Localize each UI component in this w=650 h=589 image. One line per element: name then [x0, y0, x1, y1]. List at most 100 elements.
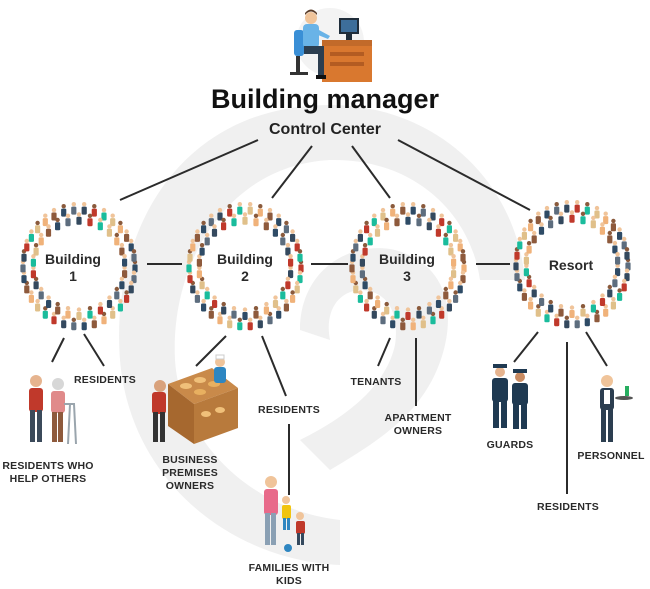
crowd-person — [288, 254, 294, 267]
crowd-person — [227, 204, 233, 217]
crowd-person — [446, 298, 452, 312]
crowd-person — [615, 263, 621, 277]
crowd-person — [33, 276, 39, 290]
resort-node[interactable]: Resort — [541, 257, 601, 274]
crowd-person — [276, 213, 282, 227]
crowd-person — [430, 207, 436, 221]
crowd-person — [384, 217, 390, 231]
crowd-person — [247, 202, 253, 215]
crowd-person — [410, 202, 416, 215]
residents-resort-label: RESIDENTS — [537, 501, 599, 513]
crowd-person — [283, 298, 289, 312]
crowd-person — [211, 224, 218, 237]
crowd-person — [237, 202, 243, 215]
building-2-crowd — [186, 202, 304, 331]
crowd-person — [35, 298, 41, 312]
connector-cc-building2 — [271, 145, 313, 199]
crowd-person — [617, 288, 623, 301]
crowd-person — [539, 293, 545, 306]
crowd-person — [528, 218, 534, 232]
crowd-person — [294, 280, 300, 294]
crowd-person — [554, 202, 560, 215]
connector-cc-building3 — [351, 145, 391, 199]
crowd-person — [194, 290, 200, 303]
crowd-person — [272, 295, 279, 308]
crowd-person — [457, 238, 463, 252]
crowd-person — [71, 202, 77, 215]
crowd-person — [76, 212, 82, 225]
crowd-person — [521, 227, 527, 240]
crowd-person — [101, 207, 107, 221]
crowd-person — [380, 207, 386, 221]
watermark-logo — [119, 105, 525, 565]
residents-who-help-label: RESIDENTS WHO HELP OTHERS — [2, 460, 94, 485]
crowd-person — [574, 315, 580, 329]
crowd-person — [446, 220, 452, 234]
crowd-person — [612, 274, 618, 288]
residents-building-2-label: RESIDENTS — [258, 404, 320, 416]
crowd-person — [528, 296, 534, 310]
crowd-person — [612, 240, 618, 254]
crowd-person — [42, 213, 48, 227]
crowd-person — [247, 317, 253, 331]
crowd-person — [30, 265, 36, 279]
crowd-person — [405, 307, 411, 320]
building-3-node[interactable]: Building 3 — [377, 251, 437, 285]
connector-cc-resort — [397, 139, 531, 211]
crowd-person — [285, 276, 291, 290]
crowd-person — [237, 317, 243, 331]
waiter-illustration — [600, 375, 633, 442]
building-1-name: Building — [45, 251, 101, 267]
crowd-person — [131, 270, 137, 284]
crowd-person — [55, 217, 61, 231]
crowd-person — [435, 224, 441, 237]
crowd-person — [574, 200, 580, 213]
crowd-person — [272, 224, 278, 237]
crowd-person — [221, 301, 227, 315]
crowd-person — [394, 306, 400, 319]
crowd-person — [196, 265, 202, 279]
crowd-person — [599, 293, 606, 306]
crowd-person — [554, 313, 560, 327]
crowd-person — [122, 254, 128, 267]
crowd-person — [453, 229, 459, 242]
crowd-person — [38, 286, 44, 300]
crowd-person — [221, 217, 227, 231]
crowd-person — [114, 286, 120, 300]
crowd-person — [357, 229, 363, 242]
crowd-person — [400, 317, 406, 331]
connector-resort-guards — [513, 331, 539, 363]
crowd-person — [367, 286, 373, 300]
crowd-person — [621, 236, 627, 250]
crowd-person — [114, 232, 120, 246]
crowd-person — [448, 276, 454, 290]
crowd-person — [374, 224, 381, 237]
crowd-person — [76, 307, 82, 320]
crowd-person — [584, 313, 590, 327]
crowd-person — [353, 238, 359, 252]
building-2-number: 2 — [241, 268, 249, 284]
crowd-person — [569, 210, 575, 223]
crowd-person — [196, 254, 202, 267]
crowd-person — [350, 249, 356, 262]
crowd-person — [194, 229, 200, 242]
crowd-person — [523, 263, 529, 277]
building-2-node[interactable]: Building 2 — [215, 251, 275, 285]
crowd-person — [97, 301, 103, 315]
building-3-crowd — [349, 202, 467, 331]
crowd-person — [117, 220, 123, 234]
crowd-person — [128, 238, 134, 252]
crowd-person — [531, 284, 537, 298]
crowd-person — [294, 238, 300, 252]
crowd-person — [548, 299, 554, 313]
crowd-person — [87, 213, 93, 227]
crowd-person — [290, 290, 296, 303]
crowd-person — [208, 213, 214, 227]
crowd-person — [46, 295, 52, 308]
crowd-person — [124, 290, 130, 303]
crowd-person — [594, 205, 600, 219]
crowd-person — [624, 268, 630, 282]
building-1-number: 1 — [69, 268, 77, 284]
building-1-node[interactable]: Building 1 — [43, 251, 103, 285]
connector-cc-building1 — [119, 139, 259, 201]
